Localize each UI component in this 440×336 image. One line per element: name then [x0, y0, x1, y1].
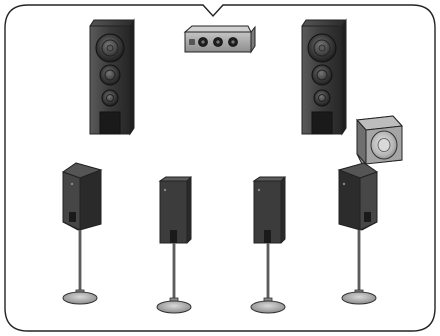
- floor-tower-speaker-icon: [301, 18, 347, 136]
- av-receiver-icon: [183, 25, 256, 54]
- satellite-speaker-on-stand-icon: [61, 162, 103, 305]
- satellite-speaker-on-stand-icon: [250, 176, 287, 314]
- floor-tower-speaker-icon: [89, 18, 135, 136]
- satellite-speaker-on-stand-icon: [156, 176, 193, 314]
- subwoofer-icon: [355, 115, 404, 166]
- satellite-speaker-on-stand-icon: [337, 162, 379, 305]
